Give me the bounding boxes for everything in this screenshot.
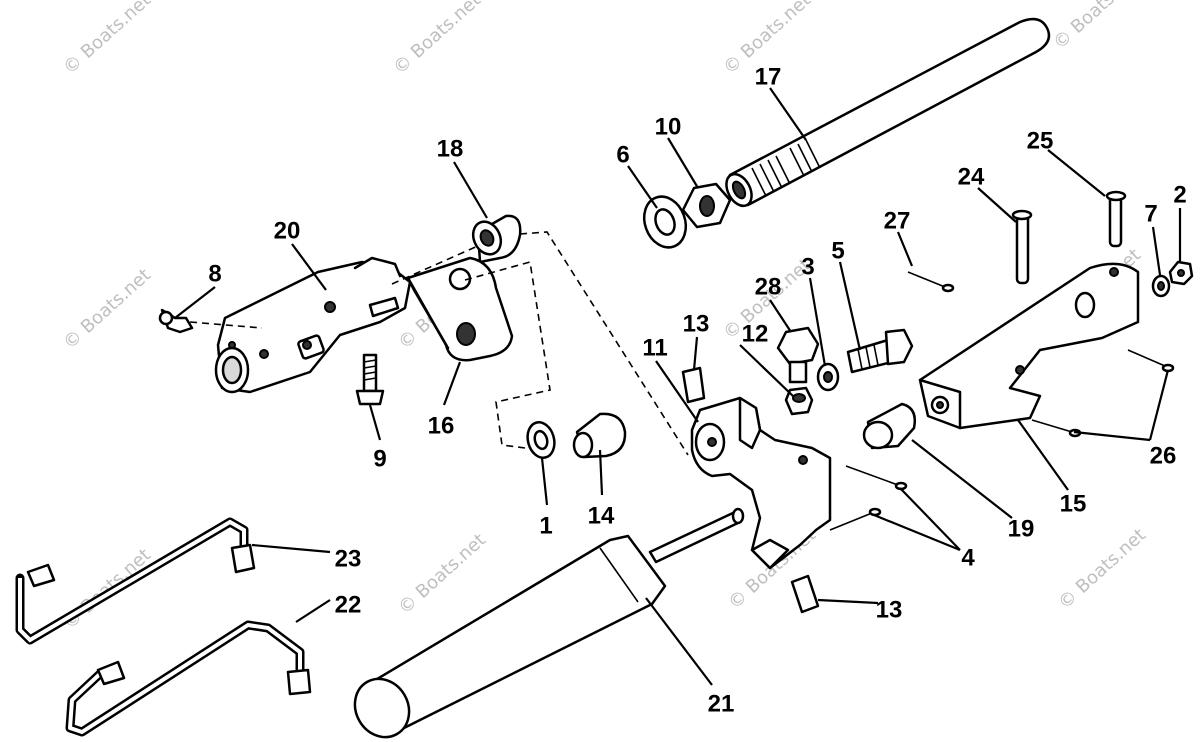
callout-c21: 21	[708, 690, 735, 717]
part-17-steering-tube	[725, 17, 1051, 208]
part-7-washer	[1151, 274, 1171, 298]
callout-c7: 7	[1144, 200, 1157, 227]
assembly-lines	[189, 231, 689, 456]
callout-c13b: 13	[876, 596, 903, 623]
part-10-hex-nut	[681, 182, 732, 229]
callout-c25: 25	[1027, 127, 1054, 154]
callout-c26: 26	[1150, 442, 1177, 469]
callout-c18: 18	[437, 135, 464, 162]
part-3-washer	[816, 362, 840, 392]
watermark: © Boats.net	[1049, 0, 1145, 54]
part-26-cotter-pins	[1031, 349, 1175, 438]
part-18-bushing	[471, 214, 522, 264]
part-14-acorn-nut	[572, 412, 627, 459]
callout-c5: 5	[831, 237, 844, 264]
part-21-cylinder	[353, 507, 745, 739]
part-13-block-lower	[790, 574, 820, 614]
callout-c4: 4	[961, 544, 975, 571]
callout-c11: 11	[642, 334, 667, 361]
part-24-pin	[1011, 209, 1033, 285]
part-1-lock-washer	[526, 421, 556, 459]
callout-c24: 24	[958, 163, 985, 190]
part-20-valve-body	[214, 256, 412, 394]
callout-c19: 19	[1008, 515, 1035, 542]
callout-c27: 27	[884, 207, 911, 234]
callout-c9: 9	[373, 445, 386, 472]
watermarks: © Boats.net © Boats.net © Boats.net © Bo…	[59, 0, 1150, 634]
callout-c20: 20	[274, 217, 301, 244]
callout-c22: 22	[335, 591, 362, 618]
callout-c3: 3	[801, 253, 814, 280]
part-6-lock-washer	[642, 195, 688, 249]
part-5-bolt	[846, 328, 914, 374]
leader-lines	[174, 87, 1182, 686]
part-13-block-upper	[681, 366, 706, 404]
callout-c28: 28	[755, 273, 782, 300]
callout-c12: 12	[742, 320, 769, 347]
callout-c13a: 13	[683, 310, 710, 337]
callout-c8: 8	[208, 260, 221, 287]
part-9-bolt	[355, 353, 385, 406]
watermark: © Boats.net	[59, 545, 155, 634]
watermark: © Boats.net	[1054, 525, 1150, 614]
callout-c23: 23	[335, 545, 362, 572]
part-19-bushing	[862, 402, 916, 450]
part-11-tiller-arm	[690, 396, 832, 570]
callout-c17: 17	[755, 63, 782, 90]
watermark: © Boats.net	[59, 0, 155, 79]
part-23-line	[15, 517, 256, 645]
callout-labels: 17 10 6 25 24 27 27 18 20 8 53 28 13 12 11 16 9 14 1 26 15 19…	[208, 63, 1186, 717]
watermark: © Boats.net	[389, 0, 485, 79]
part-27-cotter-pin	[907, 271, 955, 293]
part-2-nut	[1168, 260, 1194, 286]
part-4-cotter-pins	[829, 465, 908, 531]
part-28-bolt	[776, 326, 820, 384]
callout-c6: 6	[616, 141, 629, 168]
part-16-clevis-bracket	[406, 256, 514, 362]
part-25-pin	[1105, 190, 1127, 248]
callout-c10: 10	[655, 113, 682, 140]
callout-c2: 2	[1173, 181, 1186, 208]
watermark: © Boats.net	[394, 530, 490, 619]
callout-c15: 15	[1060, 490, 1087, 517]
part-8-grease-fitting	[158, 308, 194, 334]
watermark: © Boats.net	[59, 265, 155, 354]
callout-c14: 14	[588, 502, 615, 529]
part-15-yoke	[918, 262, 1140, 430]
callout-c16: 16	[428, 412, 455, 439]
part-22-line	[65, 620, 312, 737]
callout-c1: 1	[539, 512, 552, 539]
